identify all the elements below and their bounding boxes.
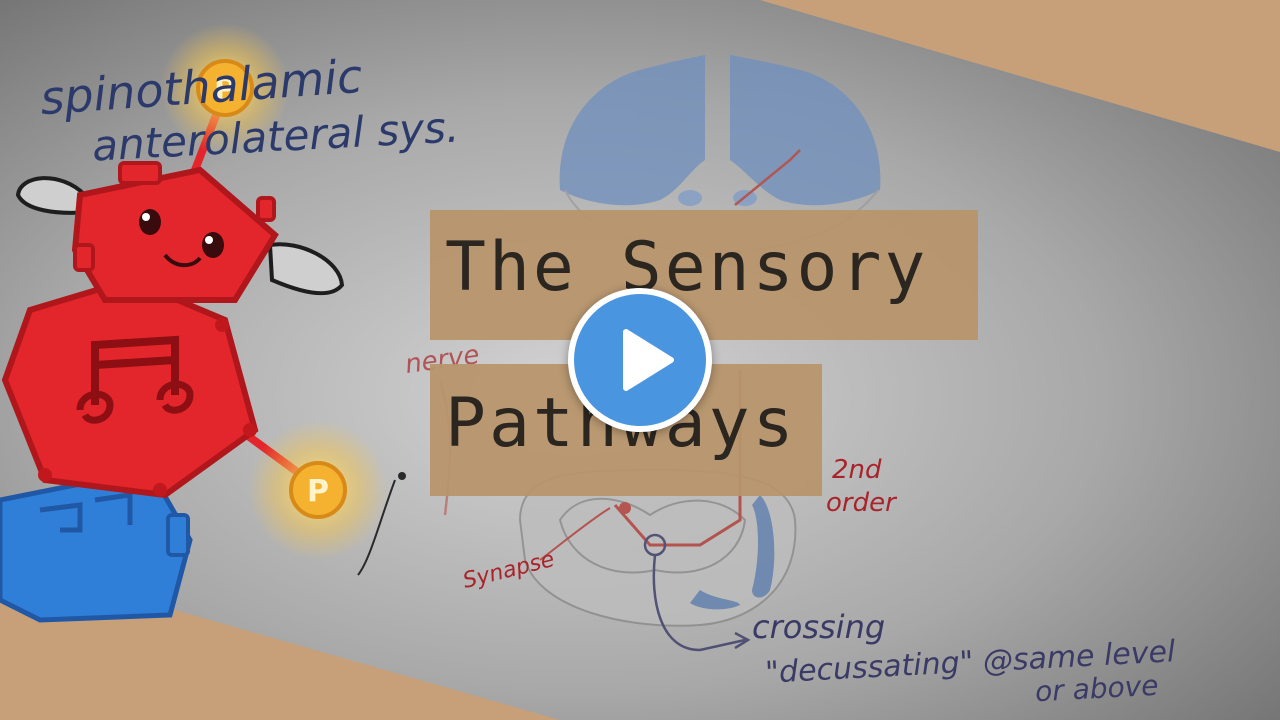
corner-band-top-right xyxy=(760,0,1280,152)
robot-mascot xyxy=(0,90,345,623)
play-icon xyxy=(623,329,674,391)
note-second-order-2: order xyxy=(826,488,896,518)
note-crossing: crossing xyxy=(752,608,886,646)
title-line1: The Sensory xyxy=(445,228,929,307)
spinal-cord-diagram xyxy=(438,370,797,652)
svg-text:P: P xyxy=(307,474,329,509)
note-or-above: or above xyxy=(1034,668,1160,709)
svg-text:P: P xyxy=(214,72,236,107)
coin-icon: P xyxy=(160,23,290,153)
coin-icon: P xyxy=(248,420,388,560)
note-second-order-1: 2nd xyxy=(832,455,882,485)
play-button[interactable] xyxy=(568,288,712,432)
title-box-line1 xyxy=(430,210,978,340)
